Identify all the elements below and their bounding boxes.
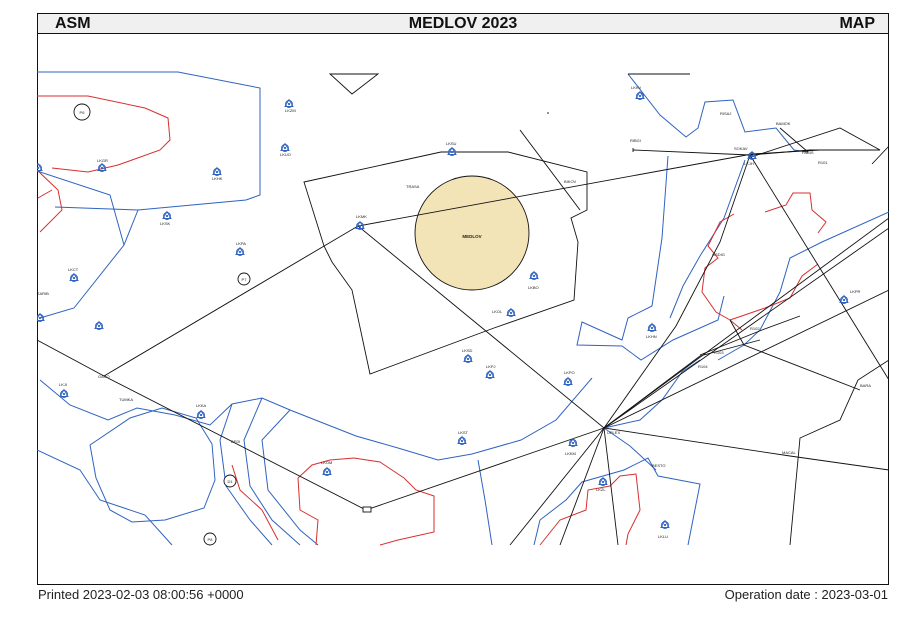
airfield-label: LKPA (236, 241, 246, 246)
operation-date: Operation date : 2023-03-01 (724, 587, 888, 602)
airfield-label: LKCT (68, 267, 79, 272)
airfield-label: LKST (458, 430, 469, 435)
area-label: D1 (227, 479, 233, 484)
map-frame (37, 13, 889, 585)
airfield-label: LKKV (631, 85, 642, 90)
point-label: GASO (98, 374, 110, 379)
header-right-title: MAP (839, 15, 875, 32)
point-label: RIBGI (630, 138, 641, 143)
airfield-icon (59, 388, 69, 398)
airfield-icon (660, 519, 670, 529)
airfield-icon (94, 320, 104, 330)
airfield-icon (447, 146, 457, 156)
point-label: SOKAV (734, 146, 748, 151)
airfield-icon (647, 322, 657, 332)
airfield-label: LKPJ (486, 364, 496, 369)
airfield-icon (747, 150, 757, 160)
airfield-label: LKZM (285, 108, 296, 113)
map-labels: LKZM LKUO LKHK LKGR LKSK LKPA LKCT LKJI … (37, 85, 871, 542)
airfield-icon (280, 142, 290, 152)
airfield-icon (322, 466, 332, 476)
point-label: R104 (698, 364, 708, 369)
airfield-icon (529, 270, 539, 280)
area-label: P6 (80, 110, 86, 115)
airfield-icon (69, 272, 79, 282)
airfield-icon (485, 369, 495, 379)
airfield-icons (37, 90, 849, 529)
airfield-label: LKJH (744, 161, 754, 166)
area-circle (73, 103, 91, 121)
airfield-icon (355, 220, 365, 230)
point-label: UPLEX (607, 430, 620, 435)
airfield-label: LKJI (59, 382, 67, 387)
tma-boundaries (37, 71, 889, 546)
header-left-title: ASM (55, 15, 91, 32)
point-label: TRASA (406, 184, 420, 189)
airfield-label: LKKM (565, 451, 576, 456)
airfield-label: LKGR (97, 158, 108, 163)
airfield-icon (37, 162, 43, 172)
airfield-icon (235, 246, 245, 256)
point-label: BAMOK (776, 121, 791, 126)
airfield-icon (463, 353, 473, 363)
area-circle (223, 474, 237, 488)
airfield-label: LKBO (528, 285, 539, 290)
printed-timestamp: Printed 2023-02-03 08:00:56 +0000 (38, 587, 244, 602)
point-label: ZARIB (37, 291, 49, 296)
airfield-icon (162, 210, 172, 220)
airfield-icon (506, 307, 516, 317)
airfield-label: LKPO (564, 370, 575, 375)
airfield-icon (196, 409, 206, 419)
area-circles (73, 103, 372, 546)
airfield-icon (97, 162, 107, 172)
airfield-label: LKMK (356, 214, 367, 219)
airfield-icon (598, 476, 608, 486)
medlov-area-label: MEDLOV (462, 234, 481, 239)
airfield-label: LKLU (658, 534, 668, 539)
area-circle (237, 272, 251, 286)
point-label: BARA (860, 383, 871, 388)
airfield-icon (457, 435, 467, 445)
point-label: BIKOV (564, 179, 577, 184)
airfield-icon (284, 98, 294, 108)
point-label: R102 (750, 326, 760, 331)
point-label: PABIS (802, 150, 814, 155)
point-label: BEDI (231, 439, 240, 444)
point-label: BESTO (652, 463, 666, 468)
medlov-area: MEDLOV (303, 151, 588, 375)
area-circle (203, 532, 217, 546)
area-label: P7 (242, 277, 248, 282)
airfield-label: LKSD (462, 348, 473, 353)
airfield-icon (37, 312, 45, 322)
airfield-icon (563, 376, 573, 386)
airfield-label: LKSK (160, 221, 171, 226)
point-label: TUMKA (119, 397, 133, 402)
airfield-label: LKOM (321, 460, 332, 465)
airfield-icon (839, 294, 849, 304)
airfield-label: LKUO (280, 152, 291, 157)
airfield-label: LKPR (850, 289, 861, 294)
point-label: RISAJ (720, 111, 731, 116)
point-label: R101 (818, 160, 828, 165)
point-label: OSDIG (712, 252, 725, 257)
airfield-label: LKZL (596, 487, 606, 492)
point-label: MACAL (782, 450, 797, 455)
airfield-label: LKKA (196, 403, 207, 408)
area-label: P8 (208, 537, 214, 542)
airfield-label: LKHN (646, 334, 657, 339)
point-label: R103 (714, 350, 724, 355)
airfield-label: LKOL (492, 309, 503, 314)
airfield-icon (212, 166, 222, 176)
airfield-label: LKSU (446, 141, 457, 146)
header-bar: ASM MEDLOV 2023 MAP (37, 13, 889, 34)
header-center-title: MEDLOV 2023 (408, 15, 518, 32)
ctr-boundaries (37, 95, 827, 546)
airfield-label: LKHK (212, 176, 223, 181)
waypoint-marker (362, 506, 372, 513)
